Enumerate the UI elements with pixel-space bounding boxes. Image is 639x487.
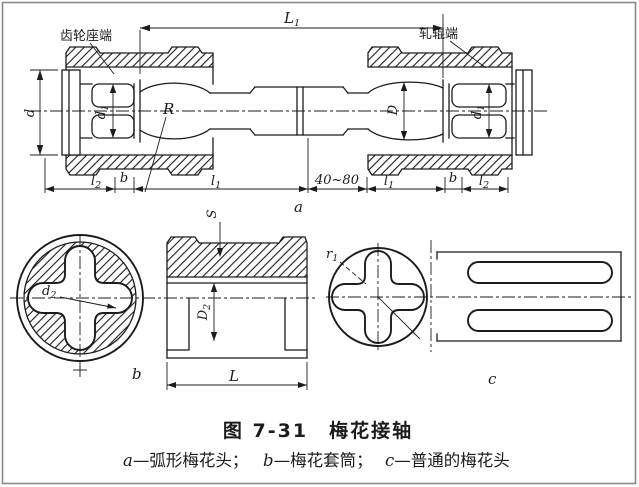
gear-seat-end-label: 齿轮座端 (60, 29, 112, 44)
dimension-L: L (166, 362, 308, 390)
dim-label-d1-right: d1 (470, 105, 487, 119)
plum-head-profile (331, 250, 425, 344)
dim-label-S: S (205, 209, 220, 218)
dim-label-L: L (228, 367, 239, 385)
dim-label-l2-right: l2 (479, 174, 489, 191)
dimension-S: S (205, 209, 224, 257)
spline-groove-bottom (467, 309, 613, 332)
dim-label-D: D (386, 104, 401, 116)
figure-b-end-view: d2 b (10, 234, 316, 383)
dimension-d2: d2 (42, 284, 117, 309)
dim-label-gap-40-80: 40~80 (314, 173, 359, 188)
dim-label-d1-left: d1 (94, 105, 111, 119)
dimension-d: d (23, 69, 58, 156)
sublabel-c: c (488, 370, 497, 388)
figure-b-section-view: S D2 L (166, 209, 308, 390)
dim-label-l1-right: l1 (384, 174, 394, 191)
roll-end-label: 轧辊端 (419, 27, 458, 42)
dim-label-l1-left: l1 (211, 174, 221, 191)
legend-item-b: b—梅花套筒； (263, 451, 373, 470)
right-sleeve (367, 46, 515, 176)
spindle-shaft (139, 81, 444, 141)
figure-title: 图 7-31 梅花接轴 (223, 419, 413, 442)
sublabel-a: a (294, 198, 303, 216)
legend-item-a: a—弧形梅花头； (123, 451, 248, 470)
dimension-R: R (144, 100, 174, 193)
dim-label-b-left: b (120, 171, 128, 186)
dim-label-d: d (23, 109, 38, 117)
dim-label-D2: D2 (196, 304, 213, 321)
dimension-L1: L1 (139, 9, 444, 78)
dimension-d1-right: d1 (470, 84, 493, 138)
dimension-D2: D2 (196, 283, 218, 341)
callout-roll-end: 轧辊端 (419, 27, 487, 69)
callout-gear-seat-end: 齿轮座端 (60, 29, 115, 75)
dim-label-R: R (162, 100, 174, 118)
left-end-disk (61, 69, 81, 156)
bottom-dimensions: l2 b l1 40~80 l1 b l2 (44, 138, 509, 193)
legend-item-c: c—普通的梅花头 (385, 451, 510, 470)
caption: 图 7-31 梅花接轴 a—弧形梅花头； b—梅花套筒； c—普通的梅花头 (123, 419, 510, 470)
dim-label-l2-left: l2 (91, 174, 101, 191)
figure-c-side-view: c (430, 240, 622, 388)
dim-label-L1: L1 (283, 9, 300, 29)
assembly-drawing-a: d1 R (23, 9, 548, 216)
sleeve-section-wall (166, 236, 308, 278)
figure-c-end-view: r1 (326, 243, 633, 352)
sublabel-b: b (132, 365, 142, 383)
spline-groove-top (467, 261, 613, 284)
dimension-r1: r1 (326, 247, 367, 285)
right-end-disk (515, 69, 533, 156)
dim-label-d2: d2 (42, 284, 56, 301)
dim-label-b-right: b (449, 171, 457, 186)
dim-label-r1: r1 (326, 247, 338, 264)
